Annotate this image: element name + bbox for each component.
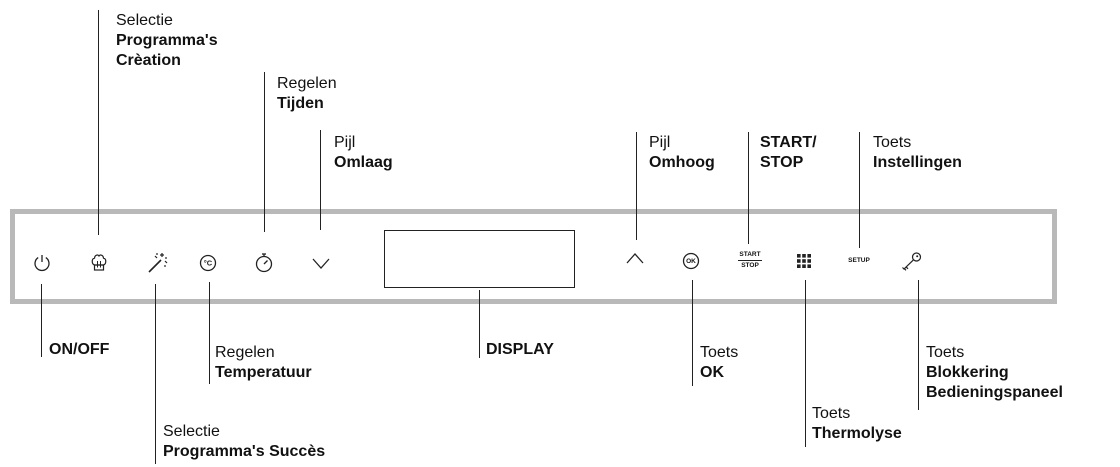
callout-text: Blokkering: [926, 364, 1009, 381]
ok-button[interactable]: OK: [680, 250, 702, 272]
leader-line: [805, 280, 806, 447]
callout-text: Pijl: [334, 134, 356, 151]
callout-text: Toets: [926, 344, 965, 361]
callout-text: STOP: [760, 154, 804, 171]
callout-blokkering: Toets Blokkering Bedieningspaneel: [926, 343, 1063, 403]
display-screen: [384, 230, 575, 288]
callout-text: Instellingen: [873, 154, 962, 171]
callout-selectie-succes: Selectie Programma's Succès: [163, 422, 325, 462]
setup-button[interactable]: SETUP: [844, 257, 874, 265]
callout-selectie-creation: Selectie Programma's Crèation: [116, 11, 218, 71]
callout-text: Tijden: [277, 95, 324, 112]
callout-instellingen: Toets Instellingen: [873, 133, 962, 173]
leader-line: [155, 284, 156, 464]
callout-text: ON/OFF: [49, 341, 110, 358]
start-stop-top-label: START: [738, 251, 762, 261]
callout-tijden: Regelen Tijden: [277, 74, 337, 114]
chef-hat-icon[interactable]: [89, 251, 109, 275]
start-stop-button[interactable]: START STOP: [738, 251, 762, 270]
leader-line: [692, 280, 693, 386]
callout-text: Programma's Succès: [163, 443, 326, 460]
callout-thermolyse: Toets Thermolyse: [812, 404, 902, 444]
leader-line: [320, 130, 321, 230]
temperature-icon[interactable]: °C: [197, 252, 219, 274]
arrow-down-icon[interactable]: [309, 254, 333, 274]
callout-text: Regelen: [215, 344, 275, 361]
callout-omhoog: Pijl Omhoog: [649, 133, 715, 173]
callout-text: DISPLAY: [486, 341, 554, 358]
leader-line: [98, 10, 99, 235]
callout-ok: Toets OK: [700, 343, 738, 383]
timer-icon[interactable]: [252, 249, 276, 275]
callout-text: OK: [700, 364, 724, 381]
callout-text: Selectie: [116, 12, 173, 29]
callout-text: START/: [760, 134, 817, 151]
arrow-up-icon[interactable]: [623, 248, 647, 268]
start-stop-bottom-label: STOP: [741, 262, 759, 269]
callout-text: Temperatuur: [215, 364, 312, 381]
callout-temperatuur: Regelen Temperatuur: [215, 343, 312, 383]
leader-line: [636, 132, 637, 240]
callout-text: Thermolyse: [812, 425, 902, 442]
callout-omlaag: Pijl Omlaag: [334, 133, 393, 173]
callout-on-off: ON/OFF: [49, 340, 109, 360]
callout-text: Selectie: [163, 423, 220, 440]
leader-line: [859, 132, 860, 248]
callout-text: Pijl: [649, 134, 671, 151]
callout-text: Omlaag: [334, 154, 393, 171]
callout-text: Regelen: [277, 75, 337, 92]
control-panel-frame: [10, 209, 1057, 304]
key-icon[interactable]: [900, 249, 924, 273]
leader-line: [41, 284, 42, 357]
power-icon[interactable]: [31, 252, 53, 274]
ok-button-label: OK: [686, 257, 696, 265]
leader-line: [209, 282, 210, 384]
svg-text:°C: °C: [204, 259, 213, 268]
thermolyse-grid-icon[interactable]: [793, 250, 815, 272]
leader-line: [748, 132, 749, 244]
callout-text: Omhoog: [649, 154, 715, 171]
callout-text: Toets: [873, 134, 912, 151]
setup-button-label: SETUP: [848, 257, 870, 264]
callout-text: Crèation: [116, 52, 181, 69]
callout-text: Programma's: [116, 32, 218, 49]
callout-text: Bedieningspaneel: [926, 384, 1063, 401]
leader-line: [264, 72, 265, 232]
callout-text: Toets: [700, 344, 739, 361]
leader-line: [479, 290, 480, 358]
magic-wand-icon[interactable]: [145, 250, 169, 276]
leader-line: [918, 280, 919, 410]
callout-text: Toets: [812, 405, 851, 422]
callout-display: DISPLAY: [486, 340, 554, 360]
callout-start-stop: START/ STOP: [760, 133, 817, 173]
